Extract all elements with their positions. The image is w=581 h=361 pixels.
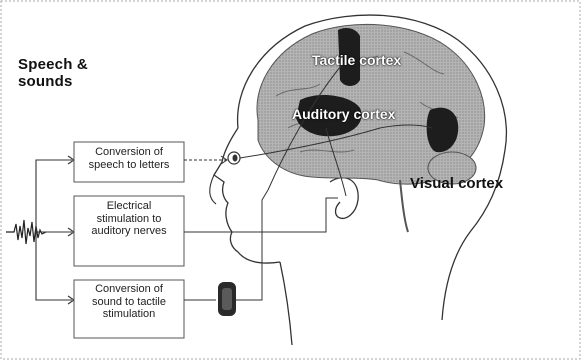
- box-sound-to-tactile-text: Conversion of sound to tactile stimulati…: [84, 283, 174, 321]
- tactile-cortex-label: Tactile cortex: [312, 52, 401, 68]
- neck-outline: [280, 262, 292, 345]
- connector-to-ear: [184, 198, 338, 232]
- eye-pupil: [233, 155, 238, 162]
- box-electrical-stimulation-text: Electrical stimulation to auditory nerve…: [82, 200, 176, 238]
- branch-lines: [36, 160, 72, 300]
- nose-outline: [210, 175, 216, 204]
- diagram-title: Speech & sounds: [18, 56, 88, 91]
- title-line-2: sounds: [18, 73, 88, 90]
- branch-arrowheads: [68, 156, 74, 304]
- title-line-1: Speech &: [18, 56, 88, 73]
- tactile-device-detail: [222, 288, 232, 310]
- box-speech-to-letters-text: Conversion of speech to letters: [76, 146, 182, 171]
- visual-cortex-label: Visual cortex: [410, 175, 503, 192]
- brain-stem: [400, 180, 408, 232]
- auditory-cortex-label: Auditory cortex: [292, 106, 395, 122]
- connector-device-to-brain: [236, 190, 268, 300]
